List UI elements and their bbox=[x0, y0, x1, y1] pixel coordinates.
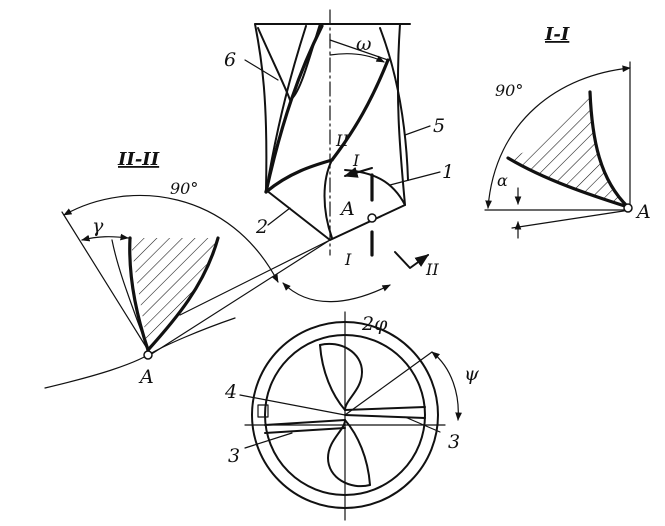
drill-end-view bbox=[239, 311, 462, 521]
lip-curve-left bbox=[264, 158, 334, 194]
lip-lower-left-2 bbox=[264, 427, 346, 434]
flute-lower bbox=[327, 419, 371, 488]
psi-arc bbox=[431, 351, 462, 421]
label-6: 6 bbox=[224, 49, 236, 71]
section-arrow-i bbox=[343, 167, 373, 178]
leader-6 bbox=[244, 59, 279, 81]
angle-90-arc-left bbox=[63, 194, 279, 283]
label-4: 4 bbox=[224, 381, 237, 403]
section-title-ii-ii: II-II bbox=[117, 149, 160, 170]
lip-lower-left bbox=[264, 419, 346, 426]
helix-edge-6 bbox=[264, 24, 324, 194]
flute-upper-inner bbox=[319, 344, 346, 411]
point-a-left bbox=[143, 350, 153, 360]
flute-helix-mid bbox=[265, 25, 307, 193]
section-mark-i-lower-label: I bbox=[344, 250, 352, 269]
omega-arc bbox=[329, 53, 385, 63]
gamma-ref-line bbox=[61, 211, 149, 351]
flute-upper bbox=[319, 342, 363, 411]
lip-upper-right bbox=[344, 406, 426, 411]
phi-line-left bbox=[149, 239, 331, 356]
label-psi: ψ bbox=[464, 363, 480, 385]
label-90-right: 90° bbox=[495, 81, 523, 100]
gamma-arc bbox=[81, 233, 129, 242]
label-gamma: γ bbox=[92, 215, 104, 237]
flute-lower-inner bbox=[344, 419, 371, 486]
section-ii-ii-view bbox=[44, 194, 279, 389]
section-mark-ii-lower-label: II bbox=[425, 260, 439, 279]
leader-1 bbox=[389, 171, 441, 186]
label-a-left: A bbox=[138, 366, 154, 388]
label-3-left: 3 bbox=[228, 445, 240, 467]
label-2: 2 bbox=[255, 216, 268, 238]
section-mark-ii-upper-label: II bbox=[335, 131, 349, 150]
point-a-marker bbox=[367, 213, 377, 223]
label-a-right: A bbox=[635, 201, 651, 223]
chisel-edge bbox=[323, 159, 333, 239]
label-alpha: α bbox=[497, 171, 508, 190]
drill-flute-left bbox=[257, 23, 321, 101]
label-2phi: 2φ bbox=[361, 313, 388, 335]
lip-upper-right-2 bbox=[344, 414, 426, 419]
label-a-center: A bbox=[339, 198, 355, 220]
label-5: 5 bbox=[433, 115, 445, 137]
section-title-i-i: I-I bbox=[544, 24, 570, 45]
leader-3-right bbox=[404, 416, 441, 433]
margin-land bbox=[257, 404, 269, 418]
leader-5 bbox=[404, 125, 431, 136]
hatched-wedge-i bbox=[508, 92, 628, 207]
phi-arc bbox=[282, 282, 391, 303]
angle-90-arc-right bbox=[485, 65, 631, 209]
leader-4 bbox=[239, 394, 346, 416]
leader-2 bbox=[267, 207, 291, 226]
point-a-right bbox=[623, 203, 633, 213]
section-arrow-ii bbox=[394, 251, 430, 269]
label-3-right: 3 bbox=[448, 431, 460, 453]
label-omega: ω bbox=[356, 33, 372, 55]
leader-3-left bbox=[244, 432, 293, 449]
label-1: 1 bbox=[442, 161, 454, 183]
drill-side-view bbox=[244, 9, 441, 269]
label-90-left: 90° bbox=[170, 179, 198, 198]
flute-helix-right bbox=[379, 27, 409, 181]
section-i-i-view bbox=[484, 61, 633, 239]
section-mark-i-upper-label: I bbox=[352, 151, 360, 170]
main-cutting-edge bbox=[330, 58, 390, 162]
alpha-line bbox=[511, 209, 631, 229]
psi-line bbox=[344, 351, 433, 416]
